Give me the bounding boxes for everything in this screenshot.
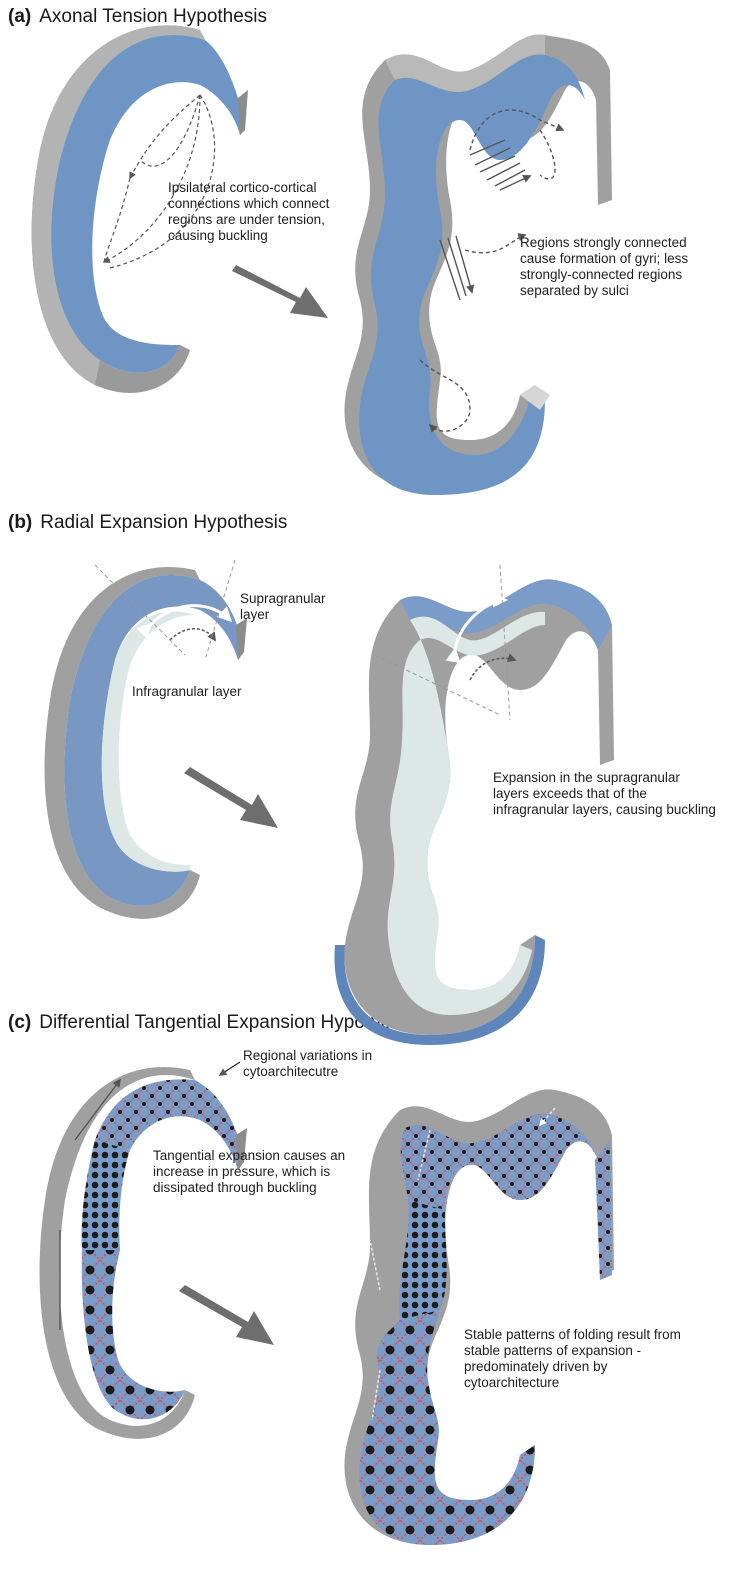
- panel-c-m-shape: [344, 1089, 614, 1545]
- panel-a-left-caption: Ipsilateral cortico-cortical connections…: [168, 180, 368, 244]
- panel-c-transition-arrow: [179, 1285, 274, 1345]
- panel-b-transition-arrow: [184, 767, 278, 828]
- panel-a-transition-arrow: [232, 265, 328, 318]
- panel-b-c-shape: [45, 567, 247, 919]
- panel-b-infragranular-label: Infragranular layer: [132, 684, 292, 700]
- panel-b-supragranular-label: Supragranular layer: [240, 591, 325, 623]
- panel-c-left-caption: Tangential expansion causes an increase …: [153, 1148, 353, 1196]
- panel-c-pointer-arrow: [220, 1062, 240, 1075]
- panel-a-right-caption: Regions strongly connected cause formati…: [520, 235, 725, 299]
- panel-c-c-shape: [40, 1067, 247, 1439]
- panel-c-right-caption: Stable patterns of folding result from s…: [464, 1327, 684, 1391]
- panel-b-right-caption: Expansion in the supragranular layers ex…: [493, 770, 718, 818]
- panel-c-regional-caption: Regional variations in cytoarchitecutre: [243, 1048, 393, 1080]
